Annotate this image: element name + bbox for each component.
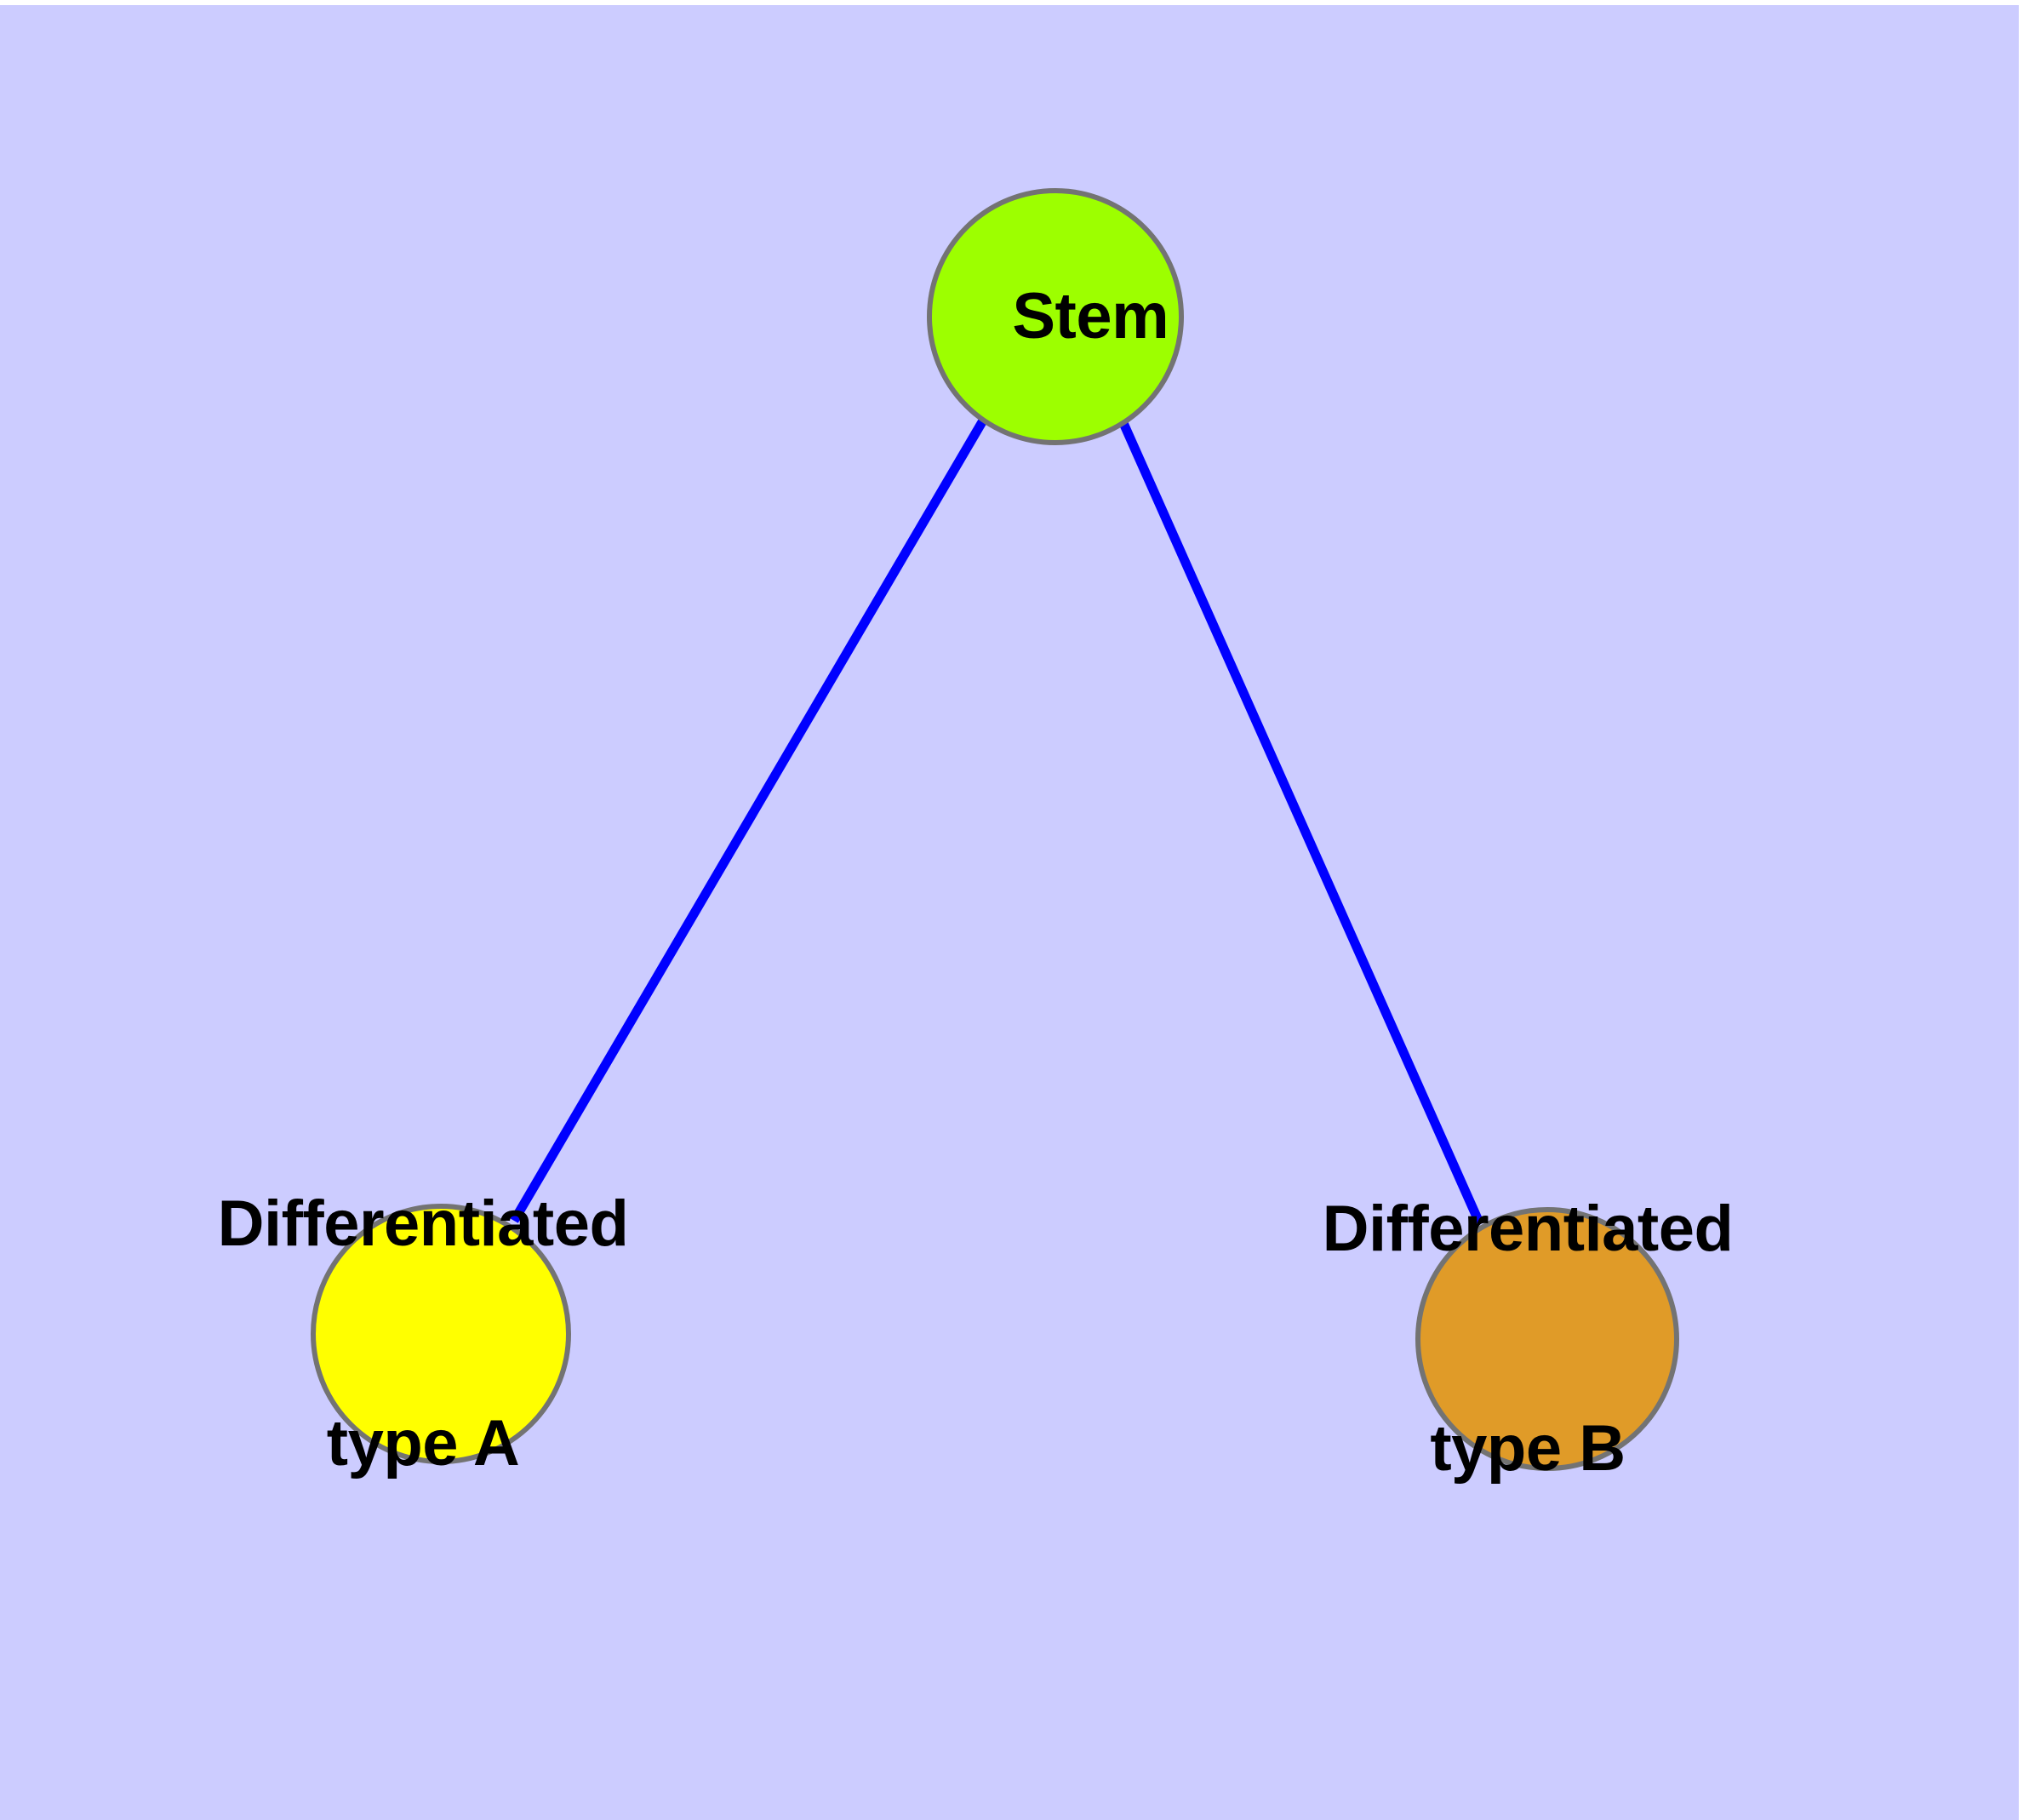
edge-stem-to-differentiated-type-b[interactable] <box>1118 421 1484 1225</box>
node-stem[interactable] <box>927 188 1184 445</box>
edge-stem-to-differentiated-type-a[interactable] <box>510 418 987 1223</box>
node-differentiated-type-a[interactable] <box>311 1204 571 1464</box>
edge-layer <box>510 418 1484 1225</box>
node-differentiated-type-b[interactable] <box>1415 1207 1679 1471</box>
node-layer <box>311 188 1679 1471</box>
